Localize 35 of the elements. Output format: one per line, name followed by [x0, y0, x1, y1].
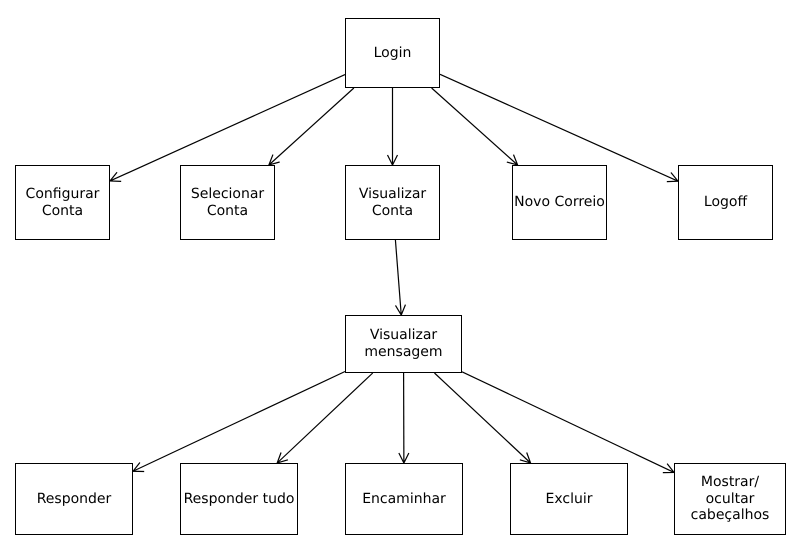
process-box [345, 315, 462, 373]
box-label: Visualizar Conta [358, 186, 428, 220]
arrow [440, 74, 679, 182]
process-box [510, 463, 628, 535]
arrow [462, 371, 675, 474]
box-label: Configurar Conta [24, 186, 100, 220]
process-box [345, 18, 440, 88]
box-label: Novo Correio [514, 194, 605, 211]
arrow [431, 88, 518, 166]
process-box [674, 463, 786, 535]
process-box [15, 165, 110, 240]
box-label: Responder [36, 490, 112, 508]
arrow [268, 88, 354, 166]
arrow [276, 372, 374, 464]
process-box [512, 165, 607, 240]
process-box [180, 463, 298, 535]
box-label: Selecionar Conta [190, 186, 266, 220]
process-box [180, 165, 275, 240]
arrow [398, 373, 410, 464]
arrow [132, 370, 346, 472]
arrow [434, 372, 532, 464]
process-box [345, 463, 463, 535]
arrow [394, 240, 406, 316]
box-label: Responder tudo [184, 490, 294, 508]
box-label: Mostrar/ ocultar cabeçalhos [690, 474, 770, 524]
box-label: Login [374, 44, 412, 62]
arrow [386, 88, 398, 166]
process-box [345, 165, 440, 240]
process-box [678, 165, 773, 240]
box-label: Visualizar mensagem [363, 327, 444, 361]
box-label: Excluir [546, 490, 592, 508]
box-label: Encaminhar [362, 490, 446, 508]
box-label: Logoff [704, 194, 748, 211]
process-box [15, 463, 133, 535]
arrow [109, 74, 346, 182]
